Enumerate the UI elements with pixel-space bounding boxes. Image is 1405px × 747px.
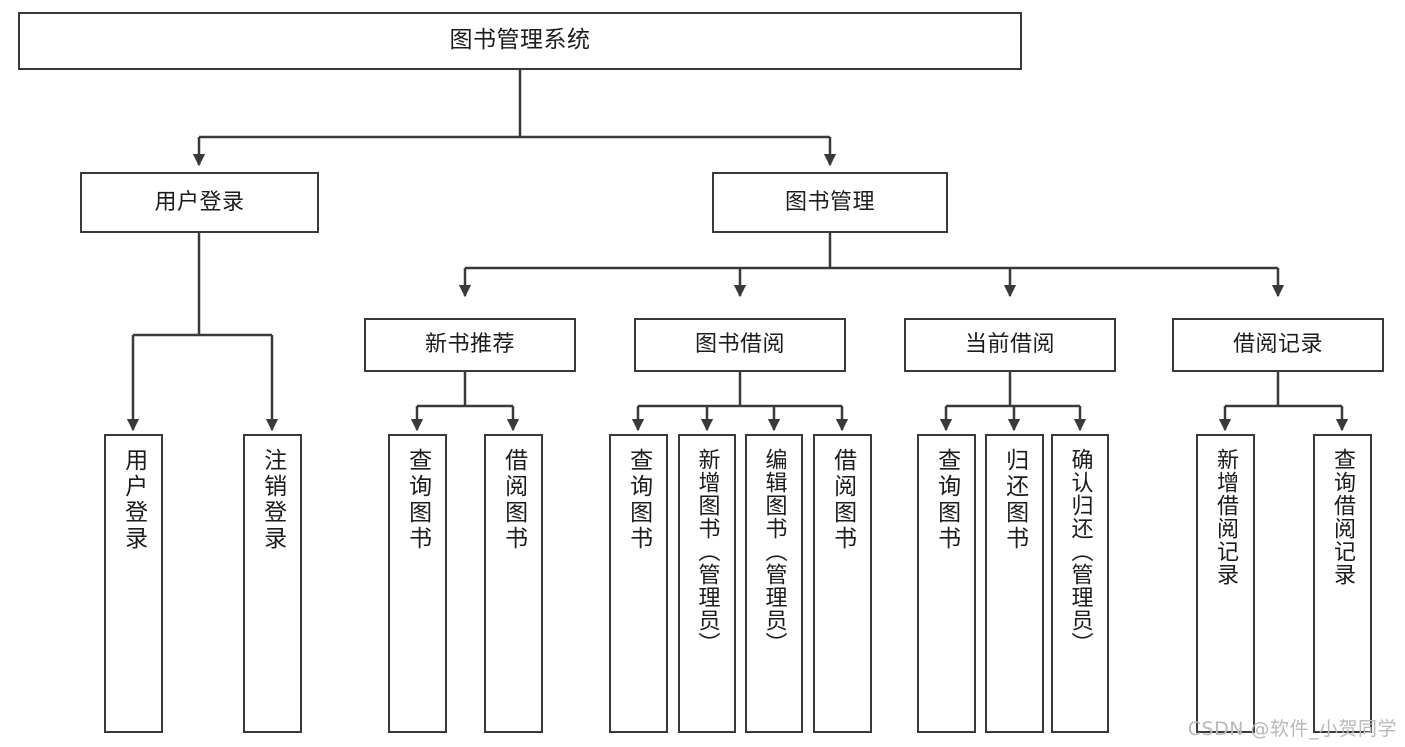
leaf-current-return-books[interactable]: 归还图书 <box>985 434 1044 733</box>
leaf-user-login-signin[interactable]: 用户登录 <box>104 434 163 733</box>
leaf-new-book-borrow-books[interactable]: 借阅图书 <box>484 434 543 733</box>
leaf-borrow-query-books[interactable]: 查询图书 <box>609 434 668 733</box>
node-current-borrowing[interactable]: 当前借阅 <box>904 318 1116 372</box>
node-label: 用户登录 <box>120 448 147 552</box>
node-label: 用户登录 <box>154 189 245 215</box>
node-book-management[interactable]: 图书管理 <box>712 172 948 233</box>
node-label: 新增图书（管理员） <box>694 448 720 655</box>
leaf-record-query-borrow-record[interactable]: 查询借阅记录 <box>1313 434 1372 733</box>
leaf-borrow-add-book-admin[interactable]: 新增图书（管理员） <box>678 434 736 733</box>
node-label: 归还图书 <box>1001 448 1028 552</box>
node-label: 查询图书 <box>933 448 960 552</box>
csdn-watermark: CSDN @软件_小贺同学 <box>1187 718 1397 740</box>
node-label: 新书推荐 <box>424 332 515 358</box>
node-borrowing-record[interactable]: 借阅记录 <box>1172 318 1384 372</box>
leaf-new-book-query-books[interactable]: 查询图书 <box>388 434 447 733</box>
node-label: 新增借阅记录 <box>1213 448 1239 586</box>
leaf-borrow-borrow-books[interactable]: 借阅图书 <box>813 434 872 733</box>
node-label: 图书管理 <box>784 189 875 215</box>
node-label: 编辑图书（管理员） <box>761 448 787 655</box>
node-label: 查询借阅记录 <box>1330 448 1356 586</box>
node-book-borrowing[interactable]: 图书借阅 <box>634 318 846 372</box>
node-label: 确认归还（管理员） <box>1067 448 1093 655</box>
node-label: 图书借阅 <box>694 332 785 358</box>
node-user-login[interactable]: 用户登录 <box>80 172 319 233</box>
node-root-book-management-system[interactable]: 图书管理系统 <box>18 12 1022 70</box>
node-label: 借阅图书 <box>500 448 527 552</box>
node-new-book-recommendation[interactable]: 新书推荐 <box>364 318 576 372</box>
leaf-current-query-books[interactable]: 查询图书 <box>917 434 976 733</box>
node-label: 图书管理系统 <box>449 27 591 54</box>
node-label: 借阅记录 <box>1232 332 1323 358</box>
node-label: 注销登录 <box>259 448 286 552</box>
node-label: 当前借阅 <box>964 332 1055 358</box>
node-label: 查询图书 <box>404 448 431 552</box>
leaf-record-add-borrow-record[interactable]: 新增借阅记录 <box>1196 434 1255 733</box>
leaf-borrow-edit-book-admin[interactable]: 编辑图书（管理员） <box>745 434 803 733</box>
node-label: 借阅图书 <box>829 448 856 552</box>
leaf-current-confirm-return-admin[interactable]: 确认归还（管理员） <box>1051 434 1109 733</box>
leaf-user-login-signout[interactable]: 注销登录 <box>243 434 302 733</box>
node-label: 查询图书 <box>625 448 652 552</box>
